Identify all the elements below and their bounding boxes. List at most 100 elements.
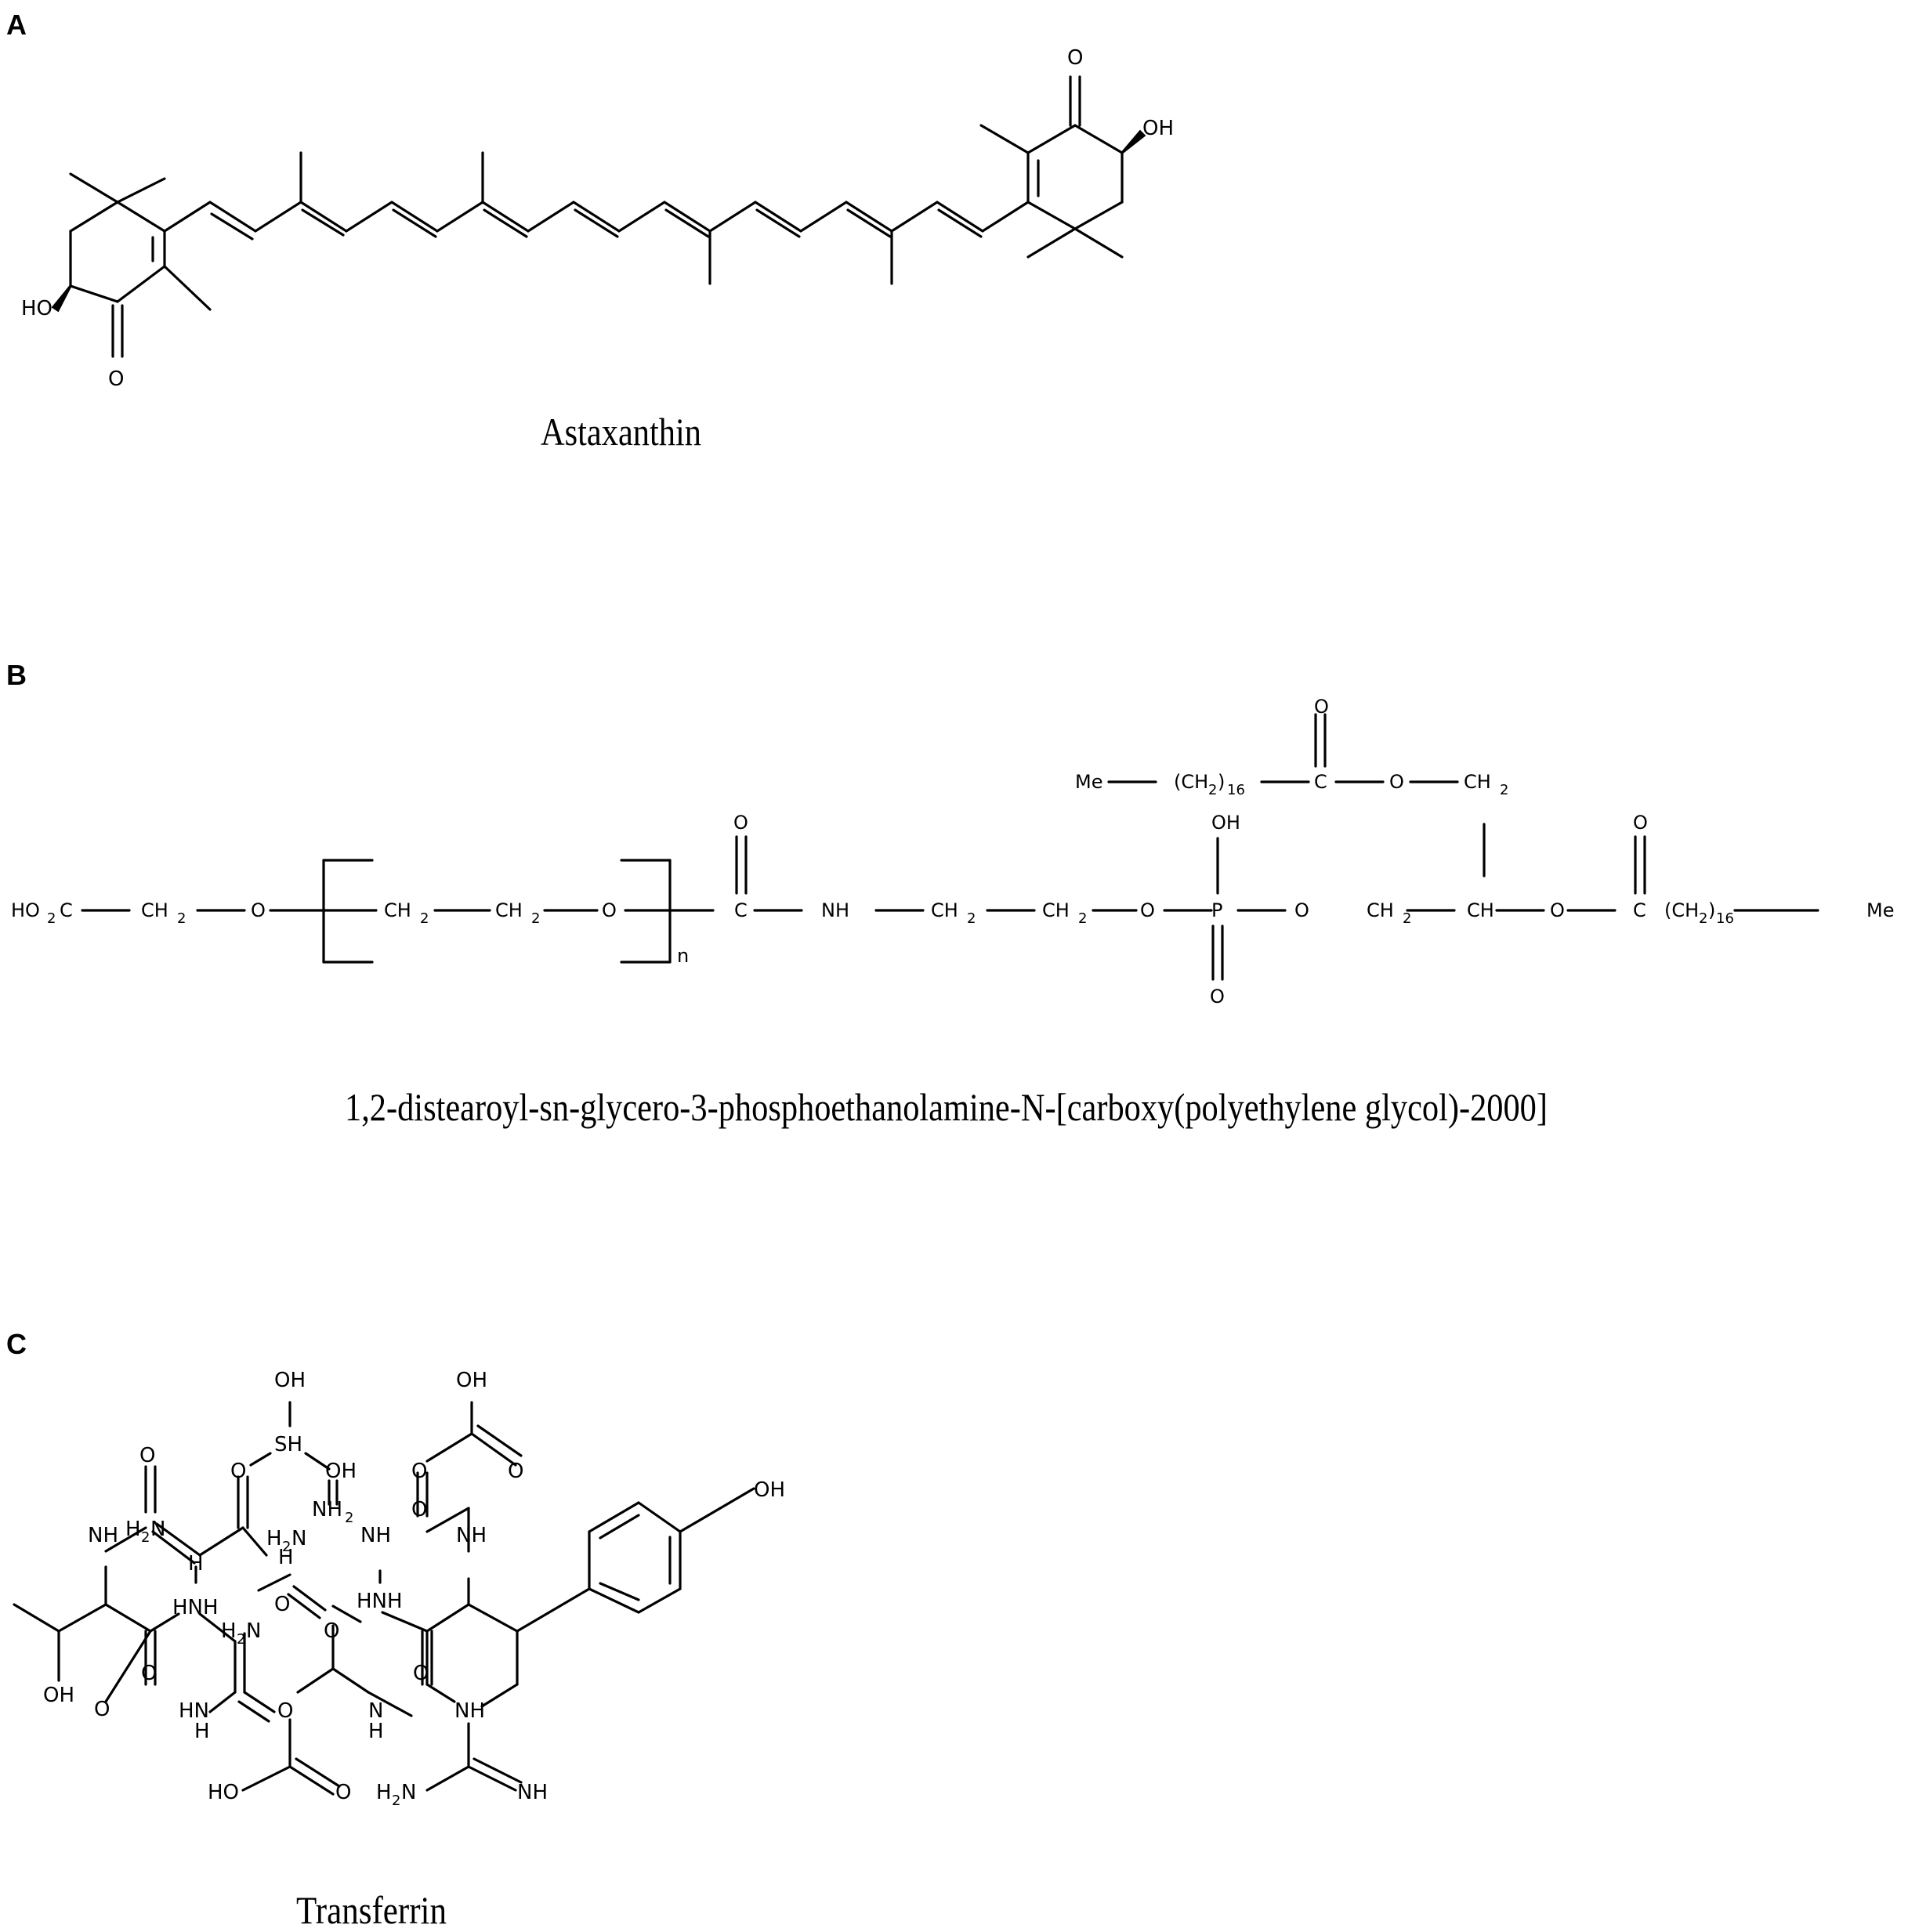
atom-o-amide: O <box>733 812 748 834</box>
atom-o-3: O <box>1140 899 1155 921</box>
tf-o-acid-top: O <box>411 1460 427 1483</box>
caption-transferrin: Transferrin <box>296 1888 447 1932</box>
tf-nh-right: NH <box>456 1524 487 1547</box>
tf-h2n-guan: H <box>376 1781 392 1804</box>
atom-o-4: O <box>1294 899 1309 921</box>
tf-o-top-2: O <box>230 1460 246 1483</box>
tf-nh-imine: NH <box>517 1781 548 1804</box>
panel-b-letter: B <box>6 659 27 691</box>
atom-o-1: O <box>251 899 266 921</box>
tf-o-acid-top-2: O <box>508 1460 523 1483</box>
tf-nh2: NH <box>312 1498 342 1521</box>
atom-ch2-chain-lower: (CH <box>1664 899 1699 921</box>
atom-ch2-upper: CH <box>1464 771 1491 793</box>
atom-ch2-1: CH <box>141 899 168 921</box>
atom-ch2-6-sub: 2 <box>1403 910 1411 927</box>
panel-a: A <box>6 9 1174 454</box>
tf-h2n-2-n: N <box>291 1527 306 1550</box>
tf-o-acid-mid: O <box>411 1498 427 1521</box>
atom-paren-lower: ) <box>1708 899 1715 921</box>
tf-h-2: H <box>278 1546 294 1569</box>
astaxanthin-structure <box>51 75 1146 358</box>
atom-paren-upper: ) <box>1218 771 1225 793</box>
tf-ho-acid-low: HO <box>208 1781 239 1804</box>
tf-h-n-low: H <box>368 1720 384 1743</box>
atom-o-5: O <box>1550 899 1565 921</box>
tf-o-low-2: O <box>413 1662 429 1685</box>
tf-h2n-guan-sub: 2 <box>392 1793 400 1809</box>
tf-nh-left: NH <box>88 1524 118 1547</box>
tf-h2n-2: H <box>266 1527 282 1550</box>
tf-h-hn-1: H <box>194 1720 210 1743</box>
atom-ho2c-sub: 2 <box>47 910 56 927</box>
caption-dspe-peg: 1,2-distearoyl-sn-glycero-3-phosphoethan… <box>345 1085 1548 1129</box>
atom-ch2-2-sub: 2 <box>420 910 429 927</box>
panel-b: B <box>6 659 1894 1129</box>
tf-o-low-4: O <box>277 1699 293 1723</box>
tf-nh-guan: NH <box>454 1699 485 1723</box>
tf-h-1: H <box>188 1552 204 1576</box>
atom-ch2-4: CH <box>931 899 958 921</box>
tf-h2n-3-sub: 2 <box>237 1631 245 1648</box>
panel-a-letter: A <box>6 9 27 41</box>
tf-h2n-guan-n: N <box>401 1781 416 1804</box>
panel-c-letter: C <box>6 1328 27 1360</box>
atom-ch2-chain-lower-sub: 2 <box>1699 910 1707 927</box>
atom-ho2c-c: C <box>60 899 73 921</box>
atom-ch2-3: CH <box>495 899 523 921</box>
atom-ch2-5: CH <box>1042 899 1070 921</box>
tf-h2n-2-sub: 2 <box>282 1539 291 1555</box>
atom-o-6: O <box>1389 771 1404 793</box>
tf-h2n-1-n: N <box>150 1518 165 1541</box>
atom-oh-phosphate: OH <box>1211 812 1240 834</box>
atom-ch: CH <box>1467 899 1494 921</box>
tf-h2n-3: H <box>221 1619 237 1643</box>
atom-o-2: O <box>602 899 617 921</box>
tf-hnh-2: HNH <box>357 1590 403 1613</box>
atom-ch2-1-sub: 2 <box>177 910 186 927</box>
atom-ch2-5-sub: 2 <box>1078 910 1087 927</box>
caption-astaxanthin: Astaxanthin <box>541 410 701 454</box>
atom-ch2-4-sub: 2 <box>967 910 976 927</box>
tf-oh-top-mid: OH <box>325 1460 357 1483</box>
tf-o-low-3: O <box>94 1698 110 1721</box>
atom-ho2c-ho: HO <box>11 899 40 921</box>
atom-ch2-chain-upper-sub: 2 <box>1208 782 1217 798</box>
tf-hnh-1: HNH <box>172 1596 219 1619</box>
tf-oh-thr: OH <box>43 1684 74 1707</box>
panel-c: C <box>6 1328 785 1932</box>
atom-c-ester-upper: C <box>1314 771 1327 793</box>
tf-oh-acid-top: OH <box>456 1369 487 1392</box>
transferrin-structure <box>13 1401 755 1796</box>
tf-o-low-1: O <box>141 1662 157 1685</box>
atom-ch2-chain-upper: (CH <box>1174 771 1208 793</box>
atom-me-upper: Me <box>1075 771 1102 793</box>
atom-o-phosphate: O <box>1210 986 1225 1008</box>
atom-me-lower: Me <box>1866 899 1894 921</box>
dspe-peg-structure <box>81 713 1819 981</box>
tf-oh-sh: OH <box>274 1369 306 1392</box>
tf-o-mid: O <box>274 1593 290 1616</box>
atom-o-left: O <box>108 367 124 391</box>
tf-h2n-1: H <box>125 1518 141 1541</box>
tf-oh-phenol: OH <box>754 1478 785 1502</box>
tf-o-ring: O <box>324 1619 339 1643</box>
atom-ch2-2: CH <box>384 899 411 921</box>
atom-o-ester-lower: O <box>1633 812 1648 834</box>
atom-nh: NH <box>821 899 849 921</box>
atom-p: P <box>1211 899 1222 921</box>
tf-h2n-3-n: N <box>246 1619 261 1643</box>
atom-o-right: O <box>1067 46 1083 70</box>
atom-oh: OH <box>1142 117 1174 140</box>
tf-sh: SH <box>274 1433 302 1456</box>
tf-hn-1: HN <box>179 1699 209 1723</box>
atom-ch2-3-sub: 2 <box>531 910 540 927</box>
tf-o-acid-low: O <box>335 1781 351 1804</box>
tf-h2n-1-sub: 2 <box>141 1529 150 1546</box>
atom-sub16-lower: 16 <box>1716 910 1734 927</box>
tf-nh2-sub: 2 <box>345 1510 353 1526</box>
atom-sub16-upper: 16 <box>1227 782 1245 798</box>
atom-c-ester-lower: C <box>1633 899 1646 921</box>
tf-o-top-left: O <box>139 1444 155 1467</box>
